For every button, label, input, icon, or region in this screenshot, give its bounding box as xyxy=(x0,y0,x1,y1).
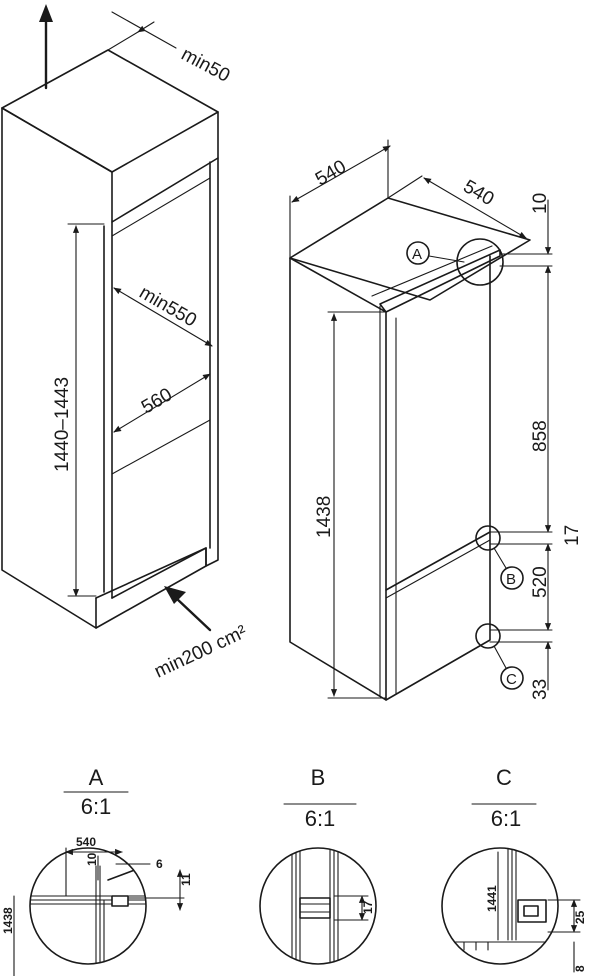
detail-b-dim-1: 17 xyxy=(361,900,375,914)
dim-upper-height-label: 858 xyxy=(530,420,551,452)
detail-b: B 6:1 17 xyxy=(259,765,377,965)
callout-a: A xyxy=(406,238,504,286)
dim-width-label: 540 xyxy=(312,156,350,190)
dim-bottom-gap-label: 33 xyxy=(530,679,551,700)
dim-height: 1438 xyxy=(314,311,387,699)
detail-a-scale: 6:1 xyxy=(81,794,112,819)
dim-lower-height-label: 520 xyxy=(530,566,551,598)
detail-c-letter: C xyxy=(496,765,512,790)
dim-niche-height-label: 1440–1443 xyxy=(52,377,73,472)
detail-a-dim-2: 10 xyxy=(85,852,99,866)
dim-chain-right: 10 858 17 520 33 xyxy=(489,193,583,700)
detail-a-dim-3: 6 xyxy=(156,857,163,871)
dim-min-depth: min550 xyxy=(113,282,213,347)
dim-niche-height: 1440–1443 xyxy=(52,223,105,597)
callout-c-letter: C xyxy=(506,671,517,688)
detail-a: A 6:1 540 10 6 11 1438 xyxy=(1,765,193,976)
dim-width: 540 xyxy=(289,139,391,259)
dim-min-top-label: min50 xyxy=(178,44,234,87)
airflow-up-arrow xyxy=(39,4,53,90)
dim-middle-gap-label: 17 xyxy=(562,525,583,546)
dim-height-label: 1438 xyxy=(314,496,335,538)
niche-cabinet xyxy=(1,49,219,629)
detail-a-letter: A xyxy=(89,765,104,790)
detail-c-dim-3: 8 xyxy=(573,965,587,972)
callout-b-letter: B xyxy=(506,571,516,588)
dim-niche-width-label: 560 xyxy=(138,384,176,418)
dim-depth-label: 540 xyxy=(460,176,498,210)
callout-a-letter: A xyxy=(412,246,422,263)
dim-top-gap-label: 10 xyxy=(530,193,551,214)
vent-label: min200 cm² xyxy=(151,622,250,683)
vent-arrow: min200 cm² xyxy=(151,586,250,683)
callout-c: C xyxy=(475,623,524,690)
detail-a-dim-5: 1438 xyxy=(1,907,15,934)
dim-niche-width: 560 xyxy=(113,373,211,433)
detail-a-dim-1: 540 xyxy=(76,835,96,849)
detail-c: C 6:1 1441 25 8 xyxy=(441,765,587,973)
callout-b: B xyxy=(475,525,524,590)
detail-c-scale: 6:1 xyxy=(491,806,522,831)
detail-a-dim-4: 11 xyxy=(179,873,193,886)
detail-b-scale: 6:1 xyxy=(305,806,336,831)
fridge-body xyxy=(289,197,531,701)
dim-depth: 540 xyxy=(387,175,527,239)
detail-c-dim-2: 25 xyxy=(573,910,587,924)
dim-min-top: min50 xyxy=(107,11,234,87)
detail-b-letter: B xyxy=(311,765,326,790)
detail-c-dim-1: 1441 xyxy=(485,885,499,912)
